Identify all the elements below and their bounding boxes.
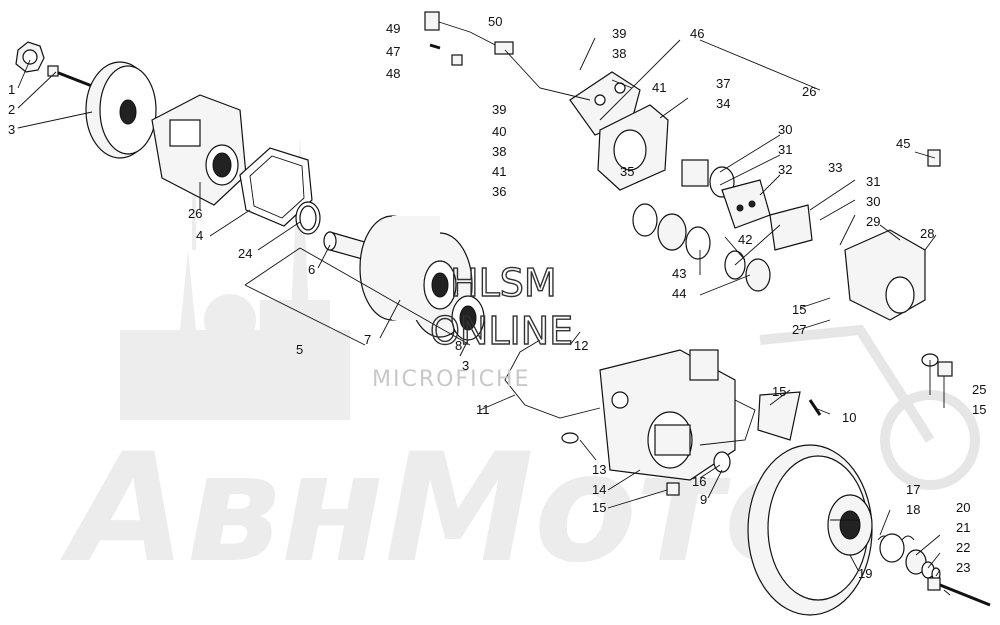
watermark-title: HLSM — [450, 261, 557, 305]
bolt — [47, 65, 93, 88]
callout-36: 36 — [492, 184, 506, 199]
callout-8: 8 — [455, 338, 462, 353]
callout-10: 10 — [842, 410, 856, 425]
brake-pad — [721, 179, 771, 229]
skyline-watermark — [120, 120, 350, 420]
callout-24: 24 — [238, 246, 252, 261]
nut-25 — [937, 361, 953, 377]
leader-lines — [17, 37, 951, 596]
bearing-stack — [632, 203, 771, 292]
callout-5: 5 — [296, 342, 303, 357]
bolt-23 — [927, 577, 991, 607]
callout-42: 42 — [738, 232, 752, 247]
callout-44: 44 — [672, 286, 686, 301]
callout-34: 34 — [716, 96, 730, 111]
wiring-harness — [504, 339, 601, 419]
callout-38-top: 38 — [612, 46, 626, 61]
bearing — [451, 295, 485, 341]
callout-26: 26 — [188, 206, 202, 221]
seal-16 — [713, 451, 731, 473]
callout-49: 49 — [386, 21, 400, 36]
callout-17: 17 — [906, 482, 920, 497]
shaft-assembly-bracket — [244, 247, 471, 346]
callout-39-top: 39 — [612, 26, 626, 41]
callout-3-center: 3 — [462, 358, 469, 373]
callout-3: 3 — [8, 122, 15, 137]
brake-pistons — [681, 159, 735, 198]
pulley-sheave — [85, 61, 157, 159]
brake-pad-right — [769, 204, 813, 251]
callout-41-top: 41 — [652, 80, 666, 95]
spring-pin-10 — [808, 399, 822, 416]
callout-43: 43 — [672, 266, 686, 281]
seal-ring — [295, 201, 321, 235]
gearbox-housing — [599, 349, 736, 481]
washer-13 — [561, 432, 579, 444]
callout-28: 28 — [920, 226, 934, 241]
chaincase-housing-left — [151, 94, 247, 206]
watermark-online: ONLINE — [430, 309, 573, 353]
watermark-microfiche: MICROFICHE — [372, 367, 530, 392]
callout-30-top: 30 — [778, 122, 792, 137]
callout-50: 50 — [488, 14, 502, 29]
callout-23: 23 — [956, 560, 970, 575]
callout-47: 47 — [386, 44, 400, 59]
brake-caliper-left — [597, 104, 669, 191]
callout-29: 29 — [866, 214, 880, 229]
callout-33: 33 — [828, 160, 842, 175]
callout-7: 7 — [364, 332, 371, 347]
callout-35: 35 — [620, 164, 634, 179]
callout-22: 22 — [956, 540, 970, 555]
nut-15 — [666, 482, 680, 496]
callout-13: 13 — [592, 462, 606, 477]
callout-labels: 1 2 3 26 4 24 6 5 7 8 3 12 11 13 14 15 1… — [8, 14, 986, 581]
screw-47 — [429, 43, 441, 50]
callout-2: 2 — [8, 102, 15, 117]
brake-caliper-right — [844, 229, 926, 321]
callout-6: 6 — [308, 262, 315, 277]
callout-21: 21 — [956, 520, 970, 535]
driven-clutch — [747, 444, 873, 616]
callout-30: 30 — [866, 194, 880, 209]
callout-48: 48 — [386, 66, 400, 81]
callout-15-bottom: 15 — [592, 500, 606, 515]
clip-48 — [451, 54, 463, 66]
callout-31-top: 31 — [778, 142, 792, 157]
callout-46: 46 — [690, 26, 704, 41]
callout-16: 16 — [692, 474, 706, 489]
callout-25: 25 — [972, 382, 986, 397]
callout-20: 20 — [956, 500, 970, 515]
callout-40: 40 — [492, 124, 506, 139]
callout-45: 45 — [896, 136, 910, 151]
callout-27: 27 — [792, 322, 806, 337]
callout-15-right: 15 — [972, 402, 986, 417]
lock-nut — [15, 41, 45, 73]
oil-line — [699, 399, 756, 446]
callout-41: 41 — [492, 164, 506, 179]
sensor-connector — [424, 11, 514, 55]
callout-12: 12 — [574, 338, 588, 353]
callout-11: 11 — [476, 402, 490, 417]
callout-37: 37 — [716, 76, 730, 91]
callout-38: 38 — [492, 144, 506, 159]
callout-39: 39 — [492, 102, 506, 117]
callout-19: 19 — [858, 566, 872, 581]
callout-4: 4 — [196, 228, 203, 243]
callout-32: 32 — [778, 162, 792, 177]
callout-1: 1 — [8, 82, 15, 97]
callout-31: 31 — [866, 174, 880, 189]
callout-15-right-mid: 15 — [792, 302, 806, 317]
callout-14: 14 — [592, 482, 606, 497]
callout-9: 9 — [700, 492, 707, 507]
callout-26-top: 26 — [802, 84, 816, 99]
callout-15-mid: 15 — [772, 384, 786, 399]
clutch-spring — [877, 533, 915, 563]
gasket — [239, 147, 313, 227]
callout-18: 18 — [906, 502, 920, 517]
